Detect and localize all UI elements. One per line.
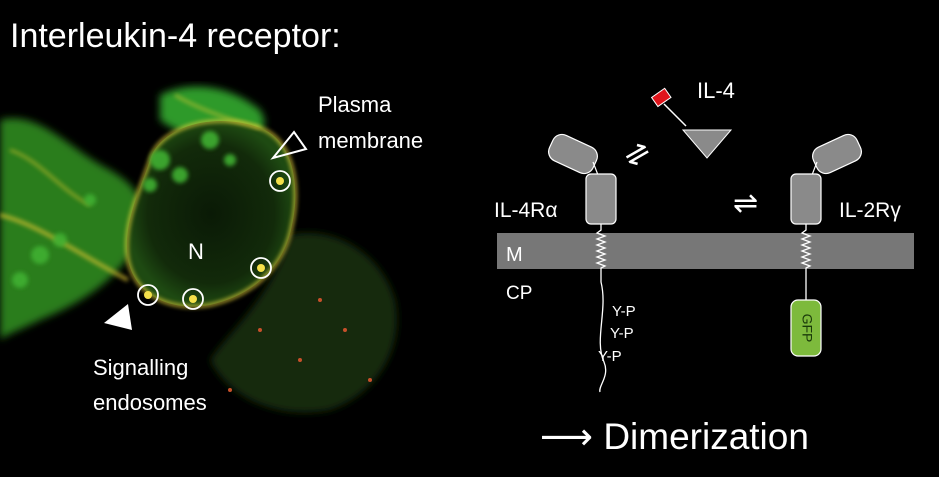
cell-body: [126, 121, 296, 307]
phospho-label: Y-P: [610, 325, 634, 342]
phospho-sites: Y-P Y-P Y-P: [598, 303, 636, 365]
gfp-label: GFP: [799, 314, 815, 343]
endosome-circle: [182, 288, 204, 310]
ligand-tag: [650, 87, 672, 108]
cytoplasmic-tail: [595, 224, 607, 393]
membrane-label: M: [506, 244, 523, 266]
micrograph: N Plasma membrane Signalling endosomes: [0, 86, 423, 415]
green-puncta: [12, 131, 236, 288]
receptor-gamma-label: IL-2Rγ: [839, 199, 901, 222]
equilibrium-arrow-icon: ⇌: [618, 134, 656, 175]
nucleus-label: N: [188, 239, 204, 264]
svg-text:⇌: ⇌: [618, 134, 656, 175]
endosome-circle: [269, 170, 291, 192]
il4r-alpha-receptor: [548, 133, 617, 393]
il4-ligand-triangle: [681, 129, 733, 159]
page-title: Interleukin-4 receptor:: [10, 17, 341, 55]
ligand-label: IL-4: [697, 78, 735, 103]
plasma-membrane-label: Plasma membrane: [318, 92, 423, 153]
endosomes-label: Signalling endosomes: [93, 355, 207, 415]
receptor-schematic: M CP IL-4 ⇌ IL-4Rα Y-P Y-P Y-P ⇌: [494, 78, 914, 393]
endosome-arrow-icon: [104, 304, 132, 330]
cell-right: [210, 232, 397, 413]
il2r-gamma-receptor: GFP: [790, 133, 862, 357]
endosome-circle: [137, 284, 159, 306]
endosome-circle: [250, 257, 272, 279]
phospho-label: Y-P: [612, 303, 636, 320]
phospho-label: Y-P: [598, 348, 622, 365]
receptor-alpha-label: IL-4Rα: [494, 199, 558, 222]
cell-green-left: [0, 118, 144, 340]
gfp-tag: [790, 299, 822, 357]
plasma-membrane-arrow-icon: [270, 130, 308, 160]
membrane-band: [497, 233, 914, 269]
equilibrium-arrow-icon: ⇌: [733, 187, 758, 220]
dimerization-caption: ⟶ Dimerization: [540, 416, 809, 457]
cytoplasm-label: CP: [506, 283, 532, 304]
endosome-markers: [137, 170, 291, 310]
